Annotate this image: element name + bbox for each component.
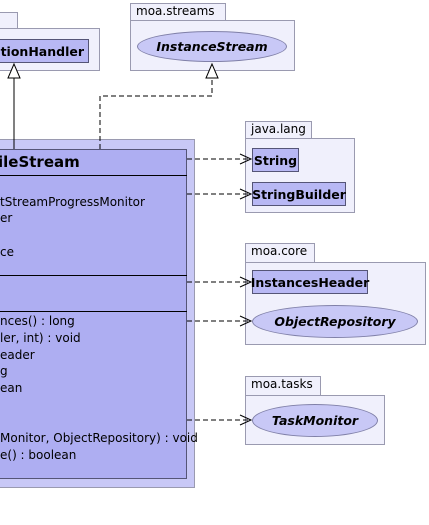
interface-instance-stream[interactable]: InstanceStream bbox=[137, 31, 287, 62]
main-class-divider-1 bbox=[0, 175, 187, 176]
method-0: nces() : long bbox=[0, 314, 75, 328]
class-instances-header[interactable]: InstancesHeader bbox=[250, 270, 370, 294]
dependency-arrowhead-task-monitor bbox=[239, 414, 253, 426]
main-class-divider-2 bbox=[0, 275, 187, 276]
interface-task-monitor[interactable]: TaskMonitor bbox=[252, 404, 378, 437]
class-string-builder-label: StringBuilder bbox=[252, 186, 346, 202]
package-label-java-lang: java.lang bbox=[251, 122, 306, 136]
attribute-1: er bbox=[0, 211, 13, 225]
attribute-3: ce bbox=[0, 245, 14, 259]
method-3: g bbox=[0, 364, 8, 378]
package-label-moa-tasks: moa.tasks bbox=[251, 377, 313, 391]
interface-instance-stream-label: InstanceStream bbox=[156, 39, 268, 54]
method-2: eader bbox=[0, 348, 35, 362]
interface-object-repository-label: ObjectRepository bbox=[274, 314, 396, 329]
realization-arrowhead-instance-stream bbox=[205, 62, 219, 79]
package-tab-moa-tasks: moa.tasks bbox=[245, 376, 321, 396]
method-7: Monitor, ObjectRepository) : void bbox=[0, 431, 198, 445]
class-instances-header-label: InstancesHeader bbox=[250, 274, 370, 290]
class-string-builder[interactable]: StringBuilder bbox=[252, 182, 346, 206]
main-class-divider-3 bbox=[0, 311, 187, 312]
method-1: ler, int) : void bbox=[0, 331, 81, 345]
realization-line-instance-stream bbox=[99, 78, 213, 149]
class-string-label: String bbox=[253, 152, 298, 168]
main-class-box[interactable] bbox=[0, 149, 187, 479]
main-class-title: ileStream bbox=[0, 153, 80, 171]
package-label-moa-streams: moa.streams bbox=[136, 4, 215, 18]
dependency-arrowhead-string-builder bbox=[239, 188, 253, 200]
dependency-arrowhead-string bbox=[239, 153, 253, 165]
inheritance-arrowhead-option-handler bbox=[7, 62, 21, 79]
package-tab-java-lang: java.lang bbox=[245, 121, 312, 139]
class-string[interactable]: String bbox=[252, 148, 299, 172]
method-4: ean bbox=[0, 381, 23, 395]
package-tab-moa-core: moa.core bbox=[245, 243, 315, 263]
class-option-handler-label: OptionHandler bbox=[0, 43, 84, 59]
class-option-handler[interactable]: OptionHandler bbox=[0, 39, 89, 63]
interface-task-monitor-label: TaskMonitor bbox=[271, 413, 359, 428]
interface-object-repository[interactable]: ObjectRepository bbox=[252, 305, 418, 338]
method-8: e() : boolean bbox=[0, 448, 77, 462]
dependency-arrowhead-object-repository bbox=[239, 315, 253, 327]
attribute-0: tStreamProgressMonitor bbox=[0, 195, 145, 209]
dependency-arrows bbox=[187, 153, 253, 426]
package-label-moa-core: moa.core bbox=[251, 244, 308, 258]
dependency-arrowhead-instances-header bbox=[239, 276, 253, 288]
